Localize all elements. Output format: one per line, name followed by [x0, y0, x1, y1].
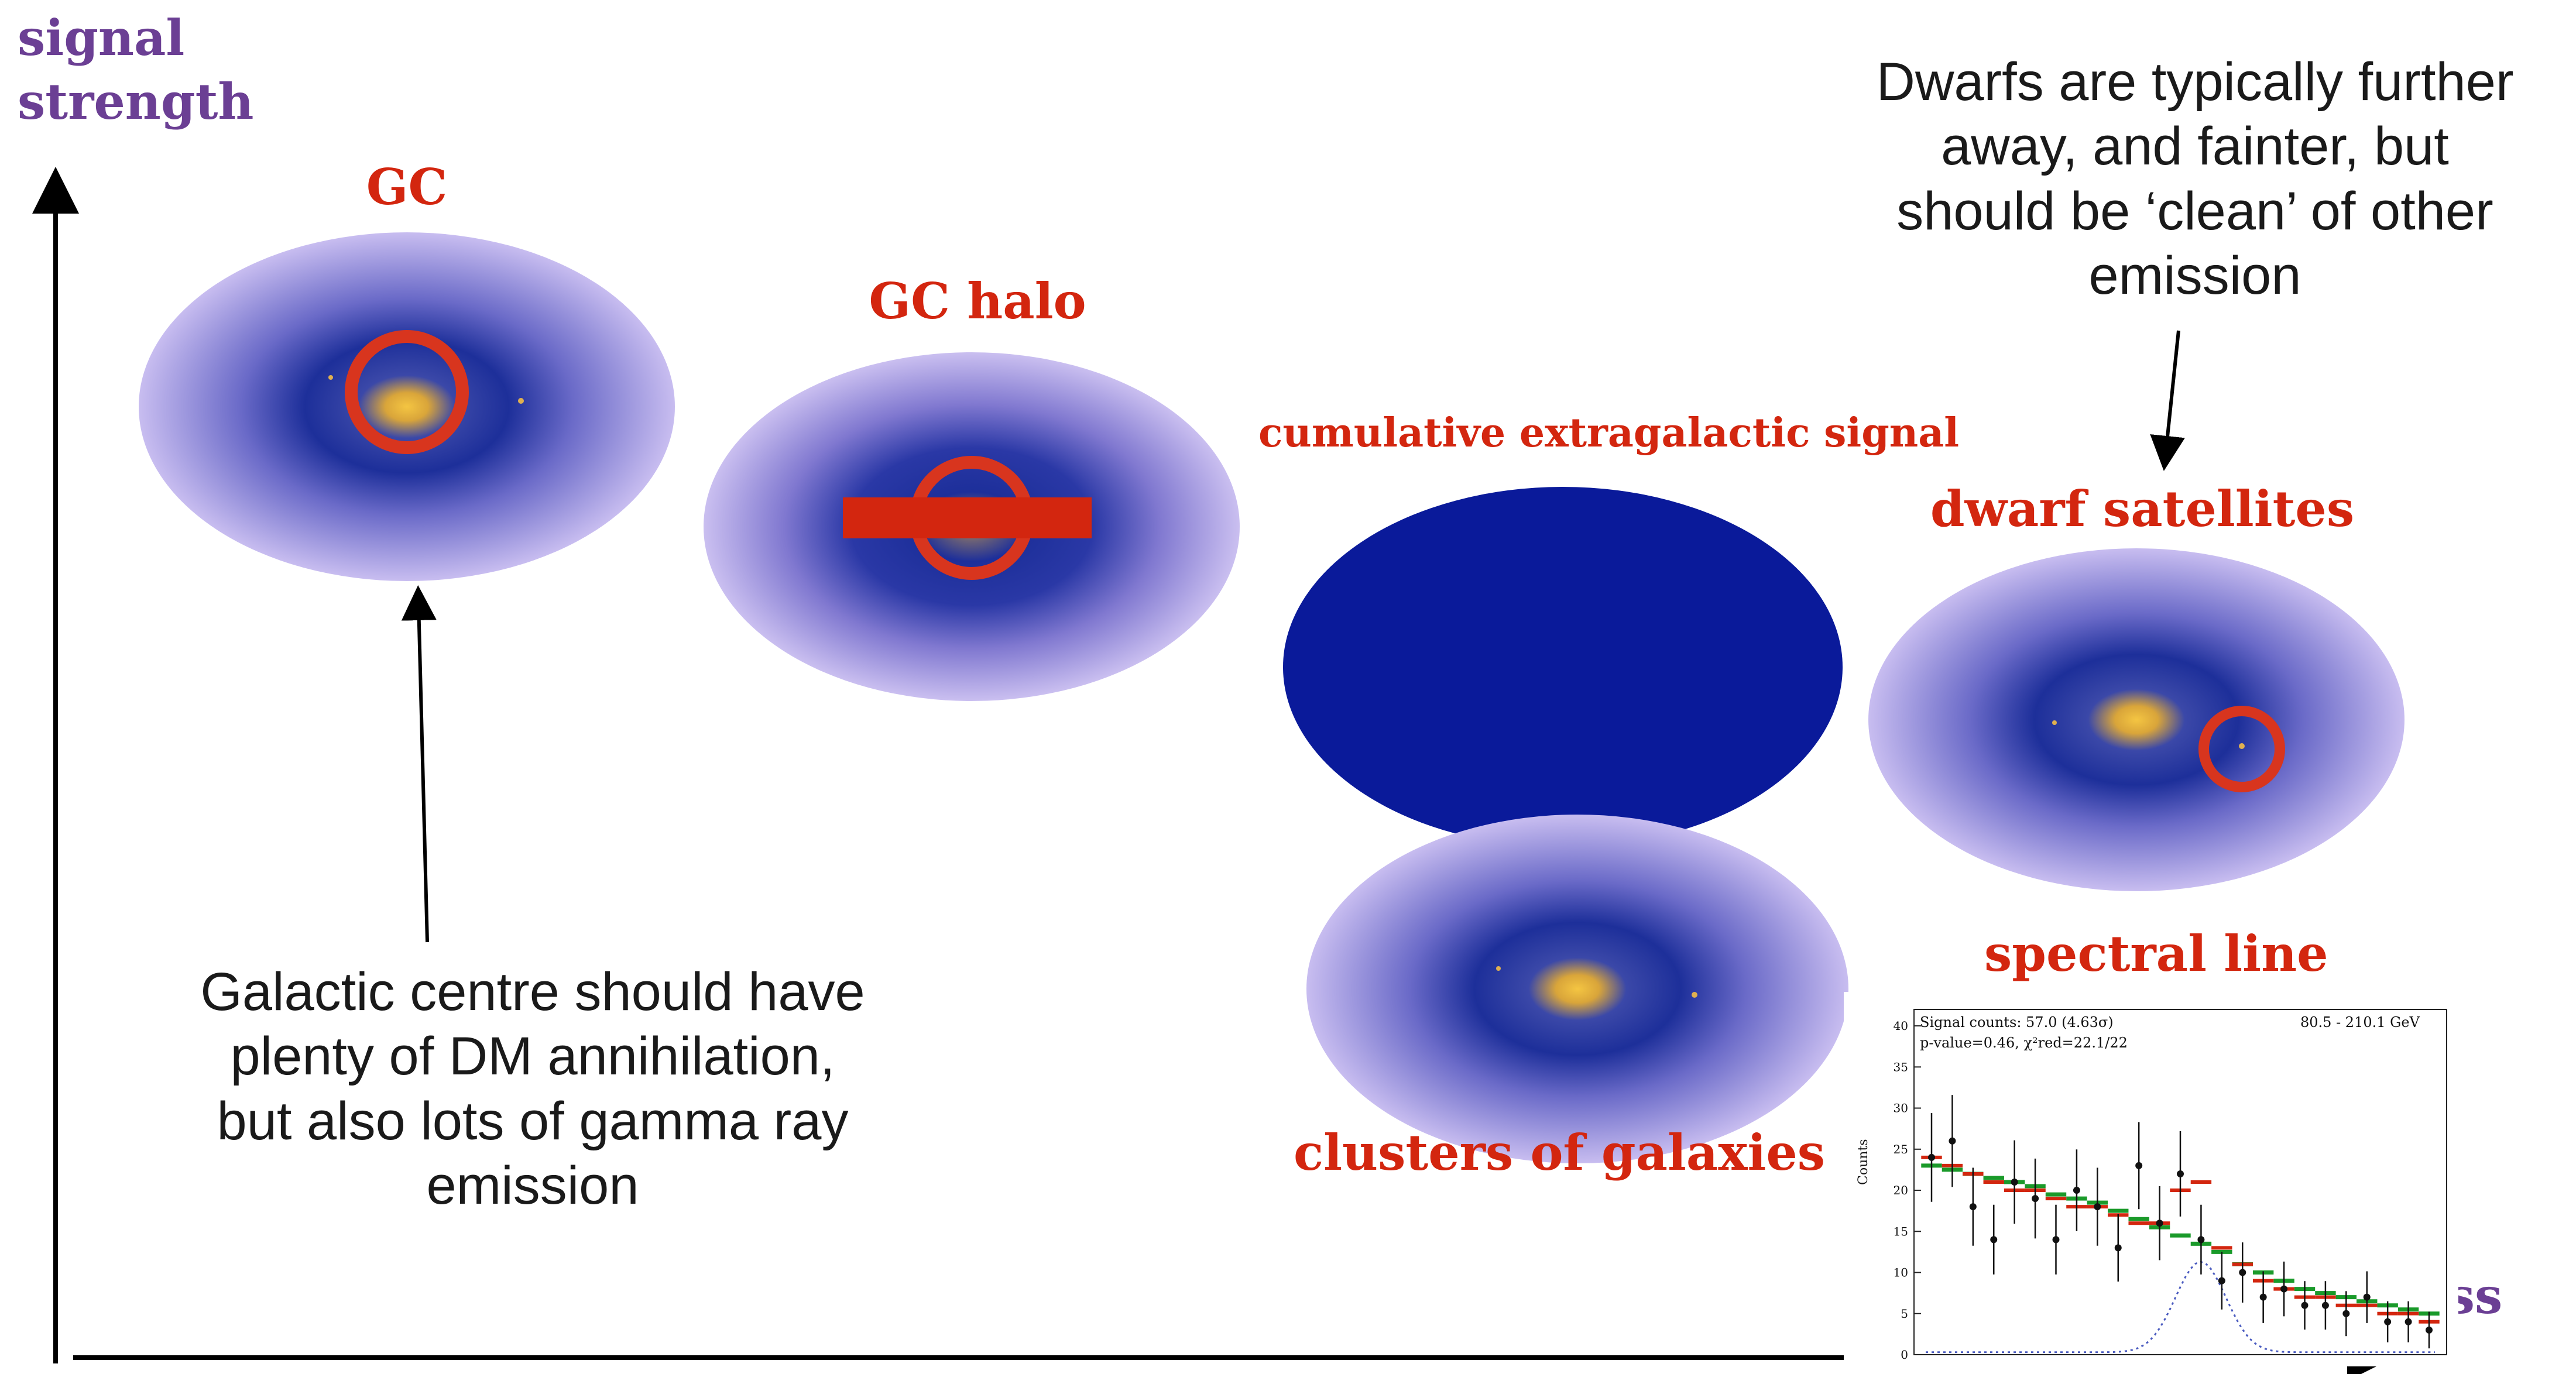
extragalactic-title: cumulative extragalactic signal	[1258, 410, 1960, 456]
data-point	[2426, 1326, 2433, 1334]
y-axis-label-line2: strength	[18, 73, 254, 131]
signal-model-curve	[1926, 1260, 2435, 1354]
data-point	[2177, 1170, 2184, 1177]
data-point	[2197, 1236, 2205, 1244]
y-tick-label: 20	[1894, 1183, 1908, 1197]
dwarf-note-line2: away, and fainter, but	[1941, 116, 2449, 177]
spectral-line-title: spectral line	[1984, 925, 2328, 983]
data-point	[2011, 1179, 2018, 1186]
y-tick-label: 40	[1894, 1019, 1908, 1033]
data-point	[2218, 1277, 2225, 1284]
dwarf-note-line1: Dwarfs are typically further	[1876, 52, 2514, 112]
gc-note-line2: plenty of DM annihilation,	[230, 1026, 835, 1087]
dwarf-pointer-arrow	[2150, 330, 2185, 471]
data-point	[2342, 1310, 2350, 1317]
data-point	[2156, 1220, 2163, 1227]
y-tick-label: 5	[1901, 1307, 1908, 1321]
y-axis-label: signal strength	[18, 6, 253, 133]
y-tick-label: 25	[1894, 1142, 1908, 1156]
data-point	[1928, 1153, 1935, 1161]
gc-halo-title: GC halo	[869, 272, 1086, 330]
data-point	[2052, 1236, 2060, 1244]
y-tick-label: 30	[1894, 1101, 1908, 1115]
plot-header-left-2: p-value=0.46, χ²red=22.1/22	[1920, 1035, 2128, 1051]
gc-note-line1: Galactic centre should have	[200, 962, 865, 1022]
gc-note-line4: emission	[426, 1156, 639, 1216]
data-point	[2363, 1293, 2371, 1301]
data-point	[1949, 1137, 1956, 1145]
plot-header-left-1: Signal counts: 57.0 (4.63σ)	[1920, 1014, 2114, 1030]
clusters-title: clusters of galaxies	[1294, 1124, 1826, 1181]
data-point	[2405, 1318, 2412, 1325]
dwarfs-note: Dwarfs are typically further away, and f…	[1838, 50, 2552, 308]
data-point	[2073, 1187, 2080, 1194]
y-tick-label: 15	[1894, 1224, 1908, 1238]
data-point	[2301, 1301, 2309, 1309]
plot-frame	[1913, 1009, 2447, 1355]
y-tick-label: 0	[1901, 1348, 1908, 1362]
gc-title: GC	[366, 158, 448, 216]
gc-note-line3: but also lots of gamma ray	[217, 1091, 849, 1151]
galactic-centre-note: Galactic centre should have plenty of DM…	[105, 960, 960, 1218]
y-axis-label-line1: signal	[18, 9, 185, 67]
data-point	[2280, 1285, 2288, 1293]
data-point	[2114, 1244, 2122, 1252]
data-point	[2094, 1203, 2101, 1211]
data-point	[2239, 1269, 2246, 1276]
gc-pointer-arrow	[401, 585, 437, 943]
plot-ylabel: Counts	[1856, 1139, 1871, 1185]
data-point	[2135, 1162, 2143, 1169]
spectral-line-plot: Signal counts: 57.0 (4.63σ) p-value=0.46…	[1844, 992, 2458, 1366]
data-point	[1969, 1203, 1977, 1211]
dwarfs-skymap	[1868, 548, 2405, 891]
extragalactic-skymap	[1283, 487, 1843, 847]
data-point	[2259, 1293, 2267, 1301]
plot-header-right: 80.5 - 210.1 GeV	[2300, 1014, 2420, 1030]
y-tick-label: 35	[1894, 1060, 1908, 1074]
data-point	[2321, 1301, 2329, 1309]
data-point	[2032, 1195, 2039, 1203]
data-point	[2384, 1318, 2392, 1325]
gc-skymap	[139, 232, 675, 581]
gc-halo-skymap	[704, 352, 1240, 701]
dwarf-note-line3: should be ‘clean’ of other	[1896, 181, 2493, 241]
dwarfs-title: dwarf satellites	[1930, 480, 2355, 538]
data-point	[1990, 1236, 1998, 1244]
clusters-skymap	[1306, 815, 1848, 1163]
dwarf-note-line4: emission	[2088, 246, 2301, 306]
y-tick-label: 10	[1894, 1266, 1908, 1280]
